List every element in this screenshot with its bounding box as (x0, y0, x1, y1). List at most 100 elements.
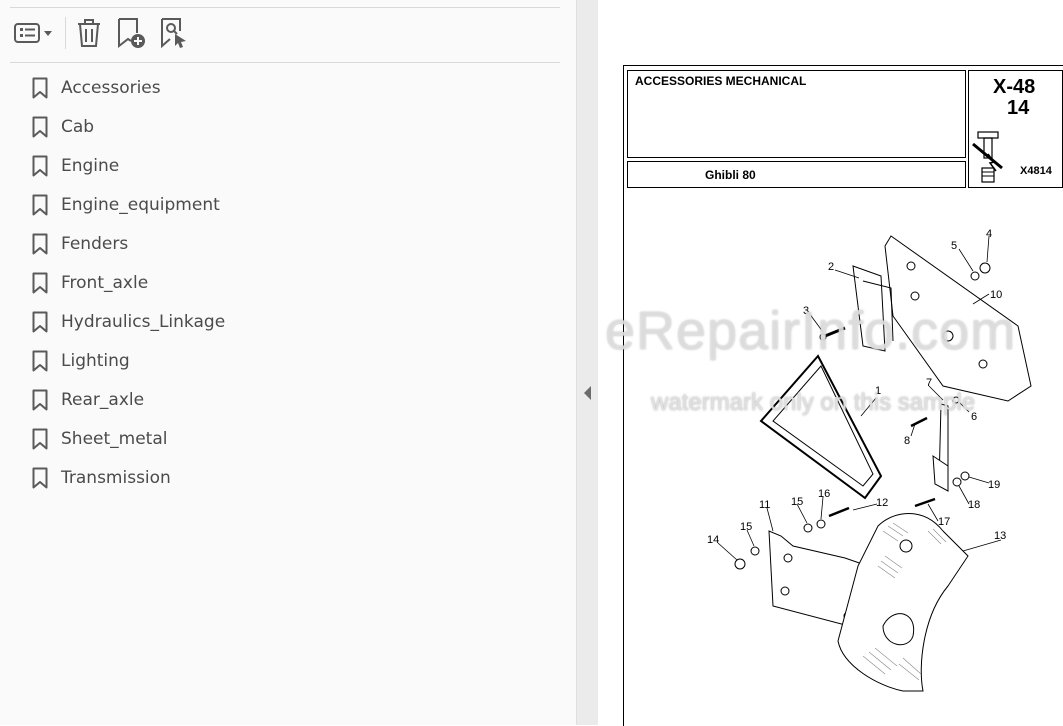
bookmark-label: Lighting (61, 350, 130, 371)
bookmark-item-sheet-metal[interactable]: Sheet_metal (0, 419, 576, 458)
bookmark-icon (32, 467, 48, 488)
part-19-nut (960, 471, 970, 481)
part-12-bolt (828, 506, 850, 518)
callout-13: 13 (994, 530, 1006, 542)
trash-icon (78, 19, 100, 47)
bookmark-icon (32, 428, 48, 449)
collapse-panel-arrow-icon[interactable] (583, 385, 593, 401)
callout-8: 8 (904, 435, 910, 447)
sheet-code-line2: 14 (1007, 97, 1030, 119)
callout-17: 17 (938, 516, 950, 528)
bookmark-item-rear-axle[interactable]: Rear_axle (0, 380, 576, 419)
bookmarks-panel: Accessories Cab Engine Engine_equipment … (0, 7, 576, 497)
part-15-washer-b (750, 546, 760, 556)
bookmark-icon (32, 233, 48, 254)
callout-3: 3 (803, 305, 809, 317)
callout-10: 10 (990, 289, 1002, 301)
callout-4: 4 (986, 228, 992, 240)
bookmark-label: Rear_axle (61, 389, 145, 410)
bookmark-icon (32, 311, 48, 332)
part-5-washer (970, 271, 980, 281)
part-17-bolt (914, 497, 936, 508)
delete-bookmark-button[interactable] (72, 16, 106, 50)
part-1-reflector (759, 354, 883, 500)
bookmark-item-fenders[interactable]: Fenders (0, 224, 576, 263)
toolbar-divider-bottom (10, 62, 560, 63)
new-bookmark-from-structure-button[interactable] (157, 16, 191, 50)
callout-15a: 15 (791, 496, 803, 508)
callout-15b: 15 (740, 521, 752, 533)
part-16-washer (816, 519, 826, 529)
callout-6: 6 (971, 411, 977, 423)
sheet-model: Ghibli 80 (705, 168, 756, 182)
part-6-nut (952, 396, 960, 404)
callout-18: 18 (968, 499, 980, 511)
part-4-nut (979, 262, 991, 274)
bookmark-icon (32, 116, 48, 137)
bookmark-icon (32, 272, 48, 293)
sheet-model-box: Ghibli 80 (627, 161, 966, 188)
part-8-bolt (910, 416, 928, 428)
callout-16: 16 (818, 488, 830, 500)
sheet-title-box: ACCESSORIES MECHANICAL (627, 70, 966, 158)
bookmark-item-transmission[interactable]: Transmission (0, 458, 576, 497)
bookmark-icon (32, 77, 48, 98)
fender-tread-pattern (862, 522, 947, 681)
sheet-title: ACCESSORIES MECHANICAL (635, 74, 807, 88)
callout-7: 7 (926, 377, 932, 389)
bookmark-add-icon (118, 18, 145, 49)
callout-11: 11 (759, 499, 770, 511)
bookmark-item-front-axle[interactable]: Front_axle (0, 263, 576, 302)
add-bookmark-button[interactable] (114, 16, 148, 50)
bookmark-label: Engine_equipment (61, 194, 220, 215)
bookmark-icon (32, 155, 48, 176)
part-10-bracket (884, 235, 1032, 402)
bookmark-label: Hydraulics_Linkage (61, 311, 226, 332)
toolbar-separator (65, 17, 66, 49)
bookmark-icon (32, 389, 48, 410)
callout-5: 5 (951, 240, 957, 252)
part-15-washer-a (803, 523, 813, 533)
callout-14: 14 (707, 534, 719, 546)
callout-19: 19 (988, 479, 1000, 491)
part-2-hinge (852, 265, 886, 352)
bookmark-label: Sheet_metal (61, 428, 168, 449)
part-14-nut (734, 558, 746, 570)
sheet-code-ref: X4814 (1020, 165, 1052, 177)
callout-12: 12 (876, 497, 888, 509)
parts-diagram: 1 2 3 4 5 6 7 8 10 11 12 13 14 15 15 16 … (707, 228, 1032, 692)
part-3-bolt (824, 326, 846, 338)
bookmark-item-hydraulics-linkage[interactable]: Hydraulics_Linkage (0, 302, 576, 341)
bookmark-item-engine-equipment[interactable]: Engine_equipment (0, 185, 576, 224)
bookmark-item-lighting[interactable]: Lighting (0, 341, 576, 380)
watermark-sub: watermark only on this sample (651, 389, 976, 416)
list-options-icon (13, 23, 52, 43)
panel-splitter[interactable] (577, 0, 598, 725)
bookmark-label: Engine (61, 155, 120, 176)
part-11-plate (768, 530, 869, 632)
part-18-washer (952, 477, 962, 487)
bookmark-label: Cab (61, 116, 95, 137)
bolt-symbol-icon (972, 131, 1003, 183)
bookmark-search-icon (161, 18, 186, 49)
callout-1: 1 (875, 385, 881, 397)
part-13-fender (837, 513, 969, 692)
bookmark-label: Transmission (61, 467, 171, 488)
bookmark-item-cab[interactable]: Cab (0, 107, 576, 146)
leader-lines (717, 235, 1002, 561)
chevron-down-icon (43, 31, 52, 36)
watermark-main: eRepairInfo.com (605, 301, 1017, 361)
bookmark-item-engine[interactable]: Engine (0, 146, 576, 185)
callout-2: 2 (828, 261, 834, 273)
toolbar-divider-top (10, 7, 560, 8)
bookmark-label: Front_axle (61, 272, 149, 293)
bookmark-label: Accessories (61, 77, 161, 98)
bookmark-icon (32, 194, 48, 215)
sheet-code-line1: X-48 (993, 76, 1036, 98)
bookmark-item-accessories[interactable]: Accessories (0, 68, 576, 107)
bookmark-icon (32, 350, 48, 371)
bookmark-label: Fenders (61, 233, 129, 254)
panel-border (576, 0, 577, 725)
bookmark-list: Accessories Cab Engine Engine_equipment … (0, 68, 576, 497)
options-menu-button[interactable] (10, 16, 55, 50)
